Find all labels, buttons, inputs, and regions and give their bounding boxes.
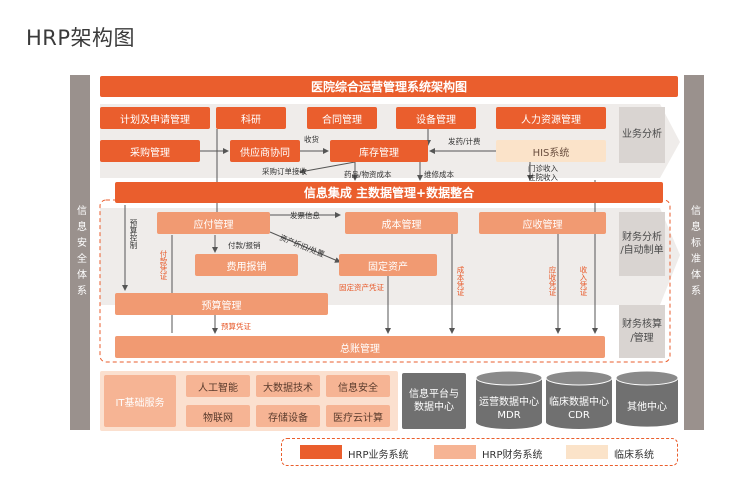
his-system-box: HIS系统	[496, 140, 606, 162]
accounting-label: 财务核算 /管理	[619, 305, 665, 358]
other-center-label: 其他中心	[627, 402, 667, 413]
system-architecture-banner: 医院综合运营管理系统架构图	[100, 76, 678, 97]
research-box: 科研	[216, 107, 286, 129]
expense-box: 费用报销	[195, 254, 298, 276]
other-center-cylinder	[615, 370, 679, 427]
payable-box: 应付管理	[157, 212, 270, 234]
finance-frame	[99, 199, 671, 363]
equipment-box: 设备管理	[396, 107, 476, 129]
business-analysis-label: 业务分析	[619, 107, 665, 163]
budget-voucher-label: 预算凭证	[221, 322, 251, 331]
asset-voucher-label: 固定资产凭证	[339, 283, 384, 292]
medical-cloud-box: 医疗云计算	[326, 405, 390, 427]
order-receipt-label: 采购订单接收	[262, 167, 307, 176]
iot-box: 物联网	[186, 405, 250, 427]
legend-clinical-swatch	[566, 445, 608, 459]
budget-control-label: 预算控制	[129, 219, 138, 249]
ledger-box: 总账管理	[115, 336, 605, 358]
legend-business-label: HRP业务系统	[348, 450, 409, 461]
mdr-cylinder	[475, 370, 543, 429]
receivable-voucher-label: 应收凭证	[548, 266, 557, 296]
legend-clinical-label: 临床系统	[614, 450, 654, 461]
repair-cost-label: 维修成本	[424, 170, 454, 179]
payment-label: 付款/报销	[228, 241, 261, 250]
storage-box: 存储设备	[256, 405, 320, 427]
page-title: HRP架构图	[26, 26, 136, 50]
budget-box: 预算管理	[115, 293, 328, 315]
fixed-asset-box: 固定资产	[339, 254, 437, 276]
legend-business-swatch	[300, 445, 342, 459]
hr-box: 人力资源管理	[496, 107, 606, 129]
ai-box: 人工智能	[186, 375, 250, 397]
finance-analysis-label: 财务分析 /自动制单	[619, 212, 665, 276]
planning-application-box: 计划及申请管理	[100, 107, 210, 129]
supplier-box: 供应商协同	[230, 140, 300, 162]
info-security-pillar: 信息安全体系	[70, 75, 90, 430]
data-centers	[475, 370, 679, 429]
settle-label: 发药/计费	[448, 137, 481, 146]
outpatient-income-label: 门诊收入	[528, 164, 558, 173]
legend-finance-label: HRP财务系统	[482, 450, 543, 461]
integration-banner: 信息集成 主数据管理+数据整合	[115, 182, 663, 203]
cost-box: 成本管理	[345, 212, 458, 234]
legend	[281, 438, 678, 466]
info-platform-box: 信息平台与 数据中心	[402, 373, 466, 429]
big-data-box: 大数据技术	[256, 375, 320, 397]
info-standard-pillar: 信息标准体系	[684, 75, 704, 430]
drug-cost-label: 药品/物资成本	[344, 170, 392, 179]
it-basic-service-box: IT基础服务	[104, 375, 176, 427]
contract-box: 合同管理	[307, 107, 377, 129]
receive-label: 收货	[304, 135, 319, 144]
receivable-box: 应收管理	[479, 212, 606, 234]
inpatient-income-label: 住院收入	[528, 173, 558, 182]
legend-finance-swatch	[434, 445, 476, 459]
cost-voucher-label: 成本凭证	[456, 266, 465, 296]
info-security-box: 信息安全	[326, 375, 390, 397]
cdr-cylinder	[545, 370, 613, 429]
income-voucher-label: 收入凭证	[579, 266, 588, 296]
payment-voucher-label: 付款凭证	[159, 250, 168, 280]
invoice-info-label: 发票信息	[290, 211, 320, 220]
inventory-box: 库存管理	[330, 140, 428, 162]
purchase-box: 采购管理	[100, 140, 200, 162]
